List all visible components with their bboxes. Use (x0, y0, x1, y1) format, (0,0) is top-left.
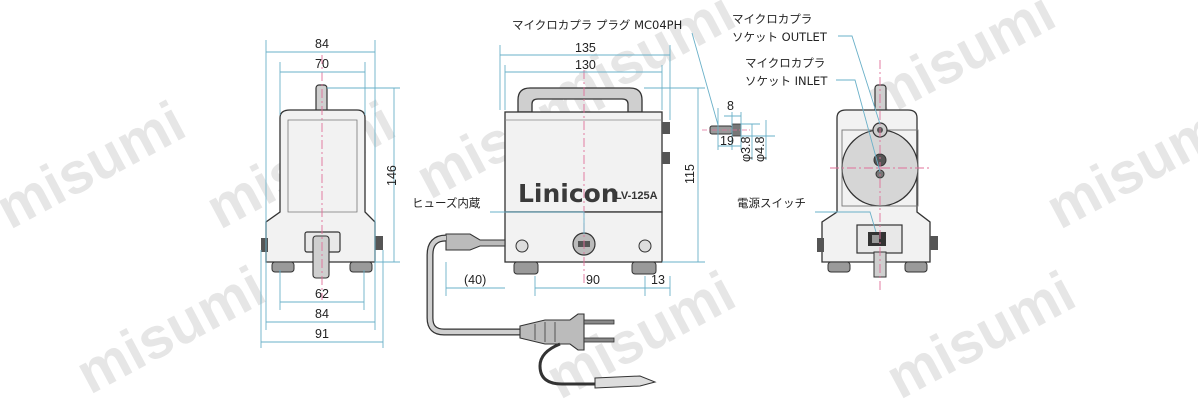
front-outlet-coupler (662, 122, 670, 134)
label-outlet-line1: マイクロカプラ (732, 12, 812, 26)
rear-view (817, 60, 938, 290)
screw-icon (638, 239, 652, 253)
dim-coupler-total: 19 (720, 134, 734, 148)
svg-text:misumi: misumi (66, 254, 276, 400)
leader-inlet (836, 79, 881, 173)
side-body-inner (287, 119, 358, 213)
dim-coupler-dia-large: φ4.8 (753, 136, 767, 162)
label-inlet-line2: ソケット INLET (745, 74, 828, 88)
leader-plug (691, 32, 719, 126)
leader-outlet (838, 35, 881, 125)
dim-left-bottom-overall: 91 (315, 327, 329, 341)
dim-coupler-length: 8 (727, 99, 734, 113)
dim-left-bottom-mid: 84 (315, 307, 329, 321)
front-inlet-coupler (662, 152, 670, 164)
dim-front-height: 115 (683, 164, 697, 184)
dim-front-width-body: 130 (575, 58, 596, 72)
dim-front-width-overall: 135 (575, 41, 596, 55)
front-foot-right (631, 261, 657, 275)
side-foot-left (271, 261, 295, 273)
side-view-dimensions (260, 40, 400, 348)
ground-lead (538, 342, 595, 386)
svg-text:misumi: misumi (1036, 89, 1198, 242)
alligator-clip (594, 375, 657, 389)
label-power-switch: 電源スイッチ (737, 196, 806, 210)
side-foot-right (349, 261, 373, 273)
label-fuse: ヒューズ内蔵 (412, 196, 481, 210)
leader-fuse (490, 211, 585, 234)
leader-power-switch (815, 211, 877, 233)
dim-coupler-dia-small: φ3.8 (739, 136, 753, 162)
side-view-left (261, 55, 383, 300)
dim-foot-offset: 13 (651, 273, 665, 287)
screw-icon (515, 239, 529, 253)
front-foot-left (513, 261, 539, 275)
front-body-upper (504, 111, 663, 213)
dim-left-width-top: 84 (315, 37, 329, 51)
dim-left-bottom-inner: 62 (315, 287, 329, 301)
front-view-dimensions (445, 45, 705, 296)
side-cord (312, 235, 330, 279)
power-plug (519, 313, 585, 351)
dim-left-height: 146 (385, 165, 399, 186)
dim-foot-pitch: 90 (586, 273, 600, 287)
label-outlet-line2: ソケット OUTLET (732, 30, 828, 44)
dim-cord-offset: (40) (464, 273, 486, 287)
plug-prong-bottom (583, 337, 615, 343)
side-bracket-right (375, 236, 383, 250)
side-bracket-left (261, 238, 268, 252)
label-plug: マイクロカプラ プラグ MC04PH (512, 18, 682, 32)
dim-left-inner-top: 70 (315, 57, 329, 71)
coupler-dimensions (717, 108, 775, 160)
model-number: LV-125A (615, 190, 658, 202)
plug-prong-top (583, 319, 615, 325)
svg-text:misumi: misumi (0, 89, 195, 242)
cord-strain-relief (445, 233, 506, 251)
brand-logo: Linicon (518, 179, 619, 208)
svg-text:misumi: misumi (876, 259, 1086, 400)
label-inlet-line1: マイクロカプラ (745, 56, 825, 70)
front-view: Linicon LV-125A (426, 70, 670, 389)
